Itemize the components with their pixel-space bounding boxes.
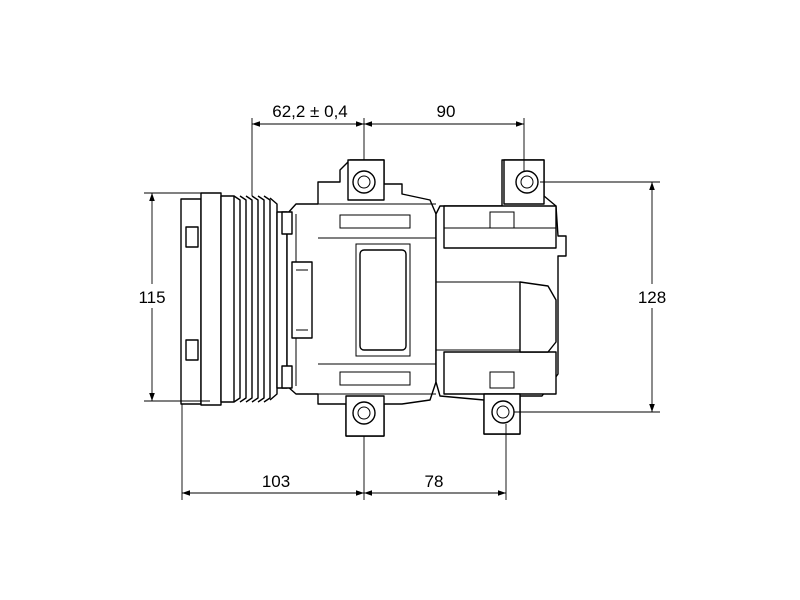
housing-window — [359, 249, 407, 351]
mount-hole-top-rear — [515, 170, 539, 194]
mount-ears — [345, 159, 385, 437]
rear-head-bottom — [443, 351, 557, 395]
dim-label-mount-height: 128 — [638, 288, 666, 307]
pulley-rim — [200, 192, 222, 406]
rear-housing — [435, 159, 567, 435]
rear-head-top — [443, 205, 557, 249]
bolt-lower — [281, 365, 293, 389]
hub-tab-lower — [185, 339, 199, 361]
label-bg-128 — [630, 284, 674, 308]
dim-label-mount-to-rear: 78 — [425, 472, 444, 491]
dim-label-top-span: 90 — [437, 102, 456, 121]
label-bg-115 — [130, 284, 174, 308]
pulley-assembly — [180, 192, 288, 406]
side-boss — [291, 261, 313, 339]
bolt-upper — [281, 211, 293, 235]
rear-cap — [519, 281, 557, 353]
mount-hole-bottom-rear — [491, 400, 515, 424]
mount-hole-top-front — [352, 170, 376, 194]
mount-hole-bottom-front — [352, 401, 376, 425]
dim-label-pulley-offset: 62,2 ± 0,4 — [272, 102, 348, 121]
pulley-grooves — [233, 195, 278, 403]
dim-label-pulley-to-mount: 103 — [262, 472, 290, 491]
clutch-coil — [276, 211, 288, 389]
front-housing — [281, 159, 437, 437]
dim-label-pulley-diameter: 115 — [138, 288, 165, 307]
hub-tab-upper — [185, 226, 199, 248]
pulley-body — [220, 195, 235, 403]
